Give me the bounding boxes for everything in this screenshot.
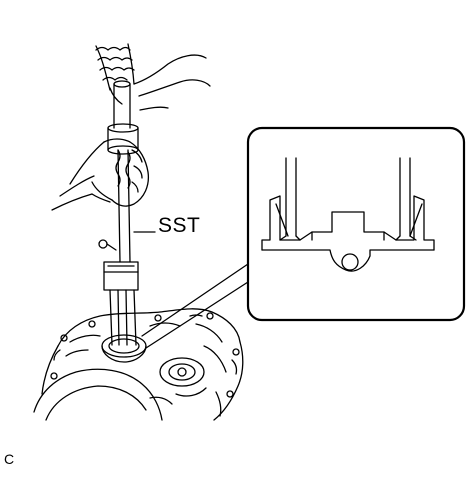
figure-code: C bbox=[4, 451, 15, 467]
detail-inset bbox=[248, 128, 464, 320]
sst-label: SST bbox=[158, 214, 201, 237]
slide-hammer-shaft bbox=[108, 81, 138, 262]
lower-hand bbox=[52, 139, 148, 210]
leader-lines bbox=[134, 232, 248, 348]
puller-attachment bbox=[99, 240, 138, 345]
transmission-housing bbox=[34, 309, 243, 420]
upper-hand bbox=[96, 44, 210, 110]
